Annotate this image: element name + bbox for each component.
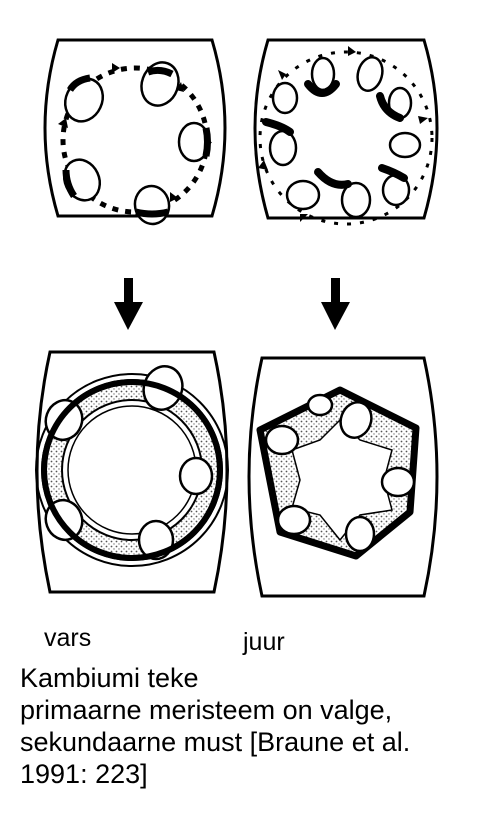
cambium-ring xyxy=(41,379,223,561)
cambium-segments xyxy=(262,80,408,189)
vascular-bundles xyxy=(264,393,416,553)
panel-stem-secondary xyxy=(35,350,229,594)
label-root: juur xyxy=(243,628,285,656)
caption-line: 1991: 223] xyxy=(20,759,148,789)
vascular-bundles xyxy=(268,56,422,219)
cambium-ring xyxy=(256,386,420,560)
label-stem: vars xyxy=(44,624,92,652)
caption-line: sekundaarne must [Braune et al. xyxy=(20,727,411,757)
caption-line: Kambiumi teke xyxy=(20,663,199,693)
meristem-ring xyxy=(258,50,434,226)
cambium-segments xyxy=(62,66,211,218)
cambium-development-diagram xyxy=(35,38,439,598)
figure-caption: Kambiumi teke primaarne meristeem on val… xyxy=(20,662,495,790)
down-arrow-right-icon xyxy=(321,278,350,330)
panel-stem-primary xyxy=(43,38,227,226)
caption-line: primaarne meristeem on valge, xyxy=(20,695,393,725)
panel-root-primary xyxy=(253,38,439,226)
down-arrow-left-icon xyxy=(114,278,143,330)
panel-root-secondary xyxy=(247,356,439,598)
